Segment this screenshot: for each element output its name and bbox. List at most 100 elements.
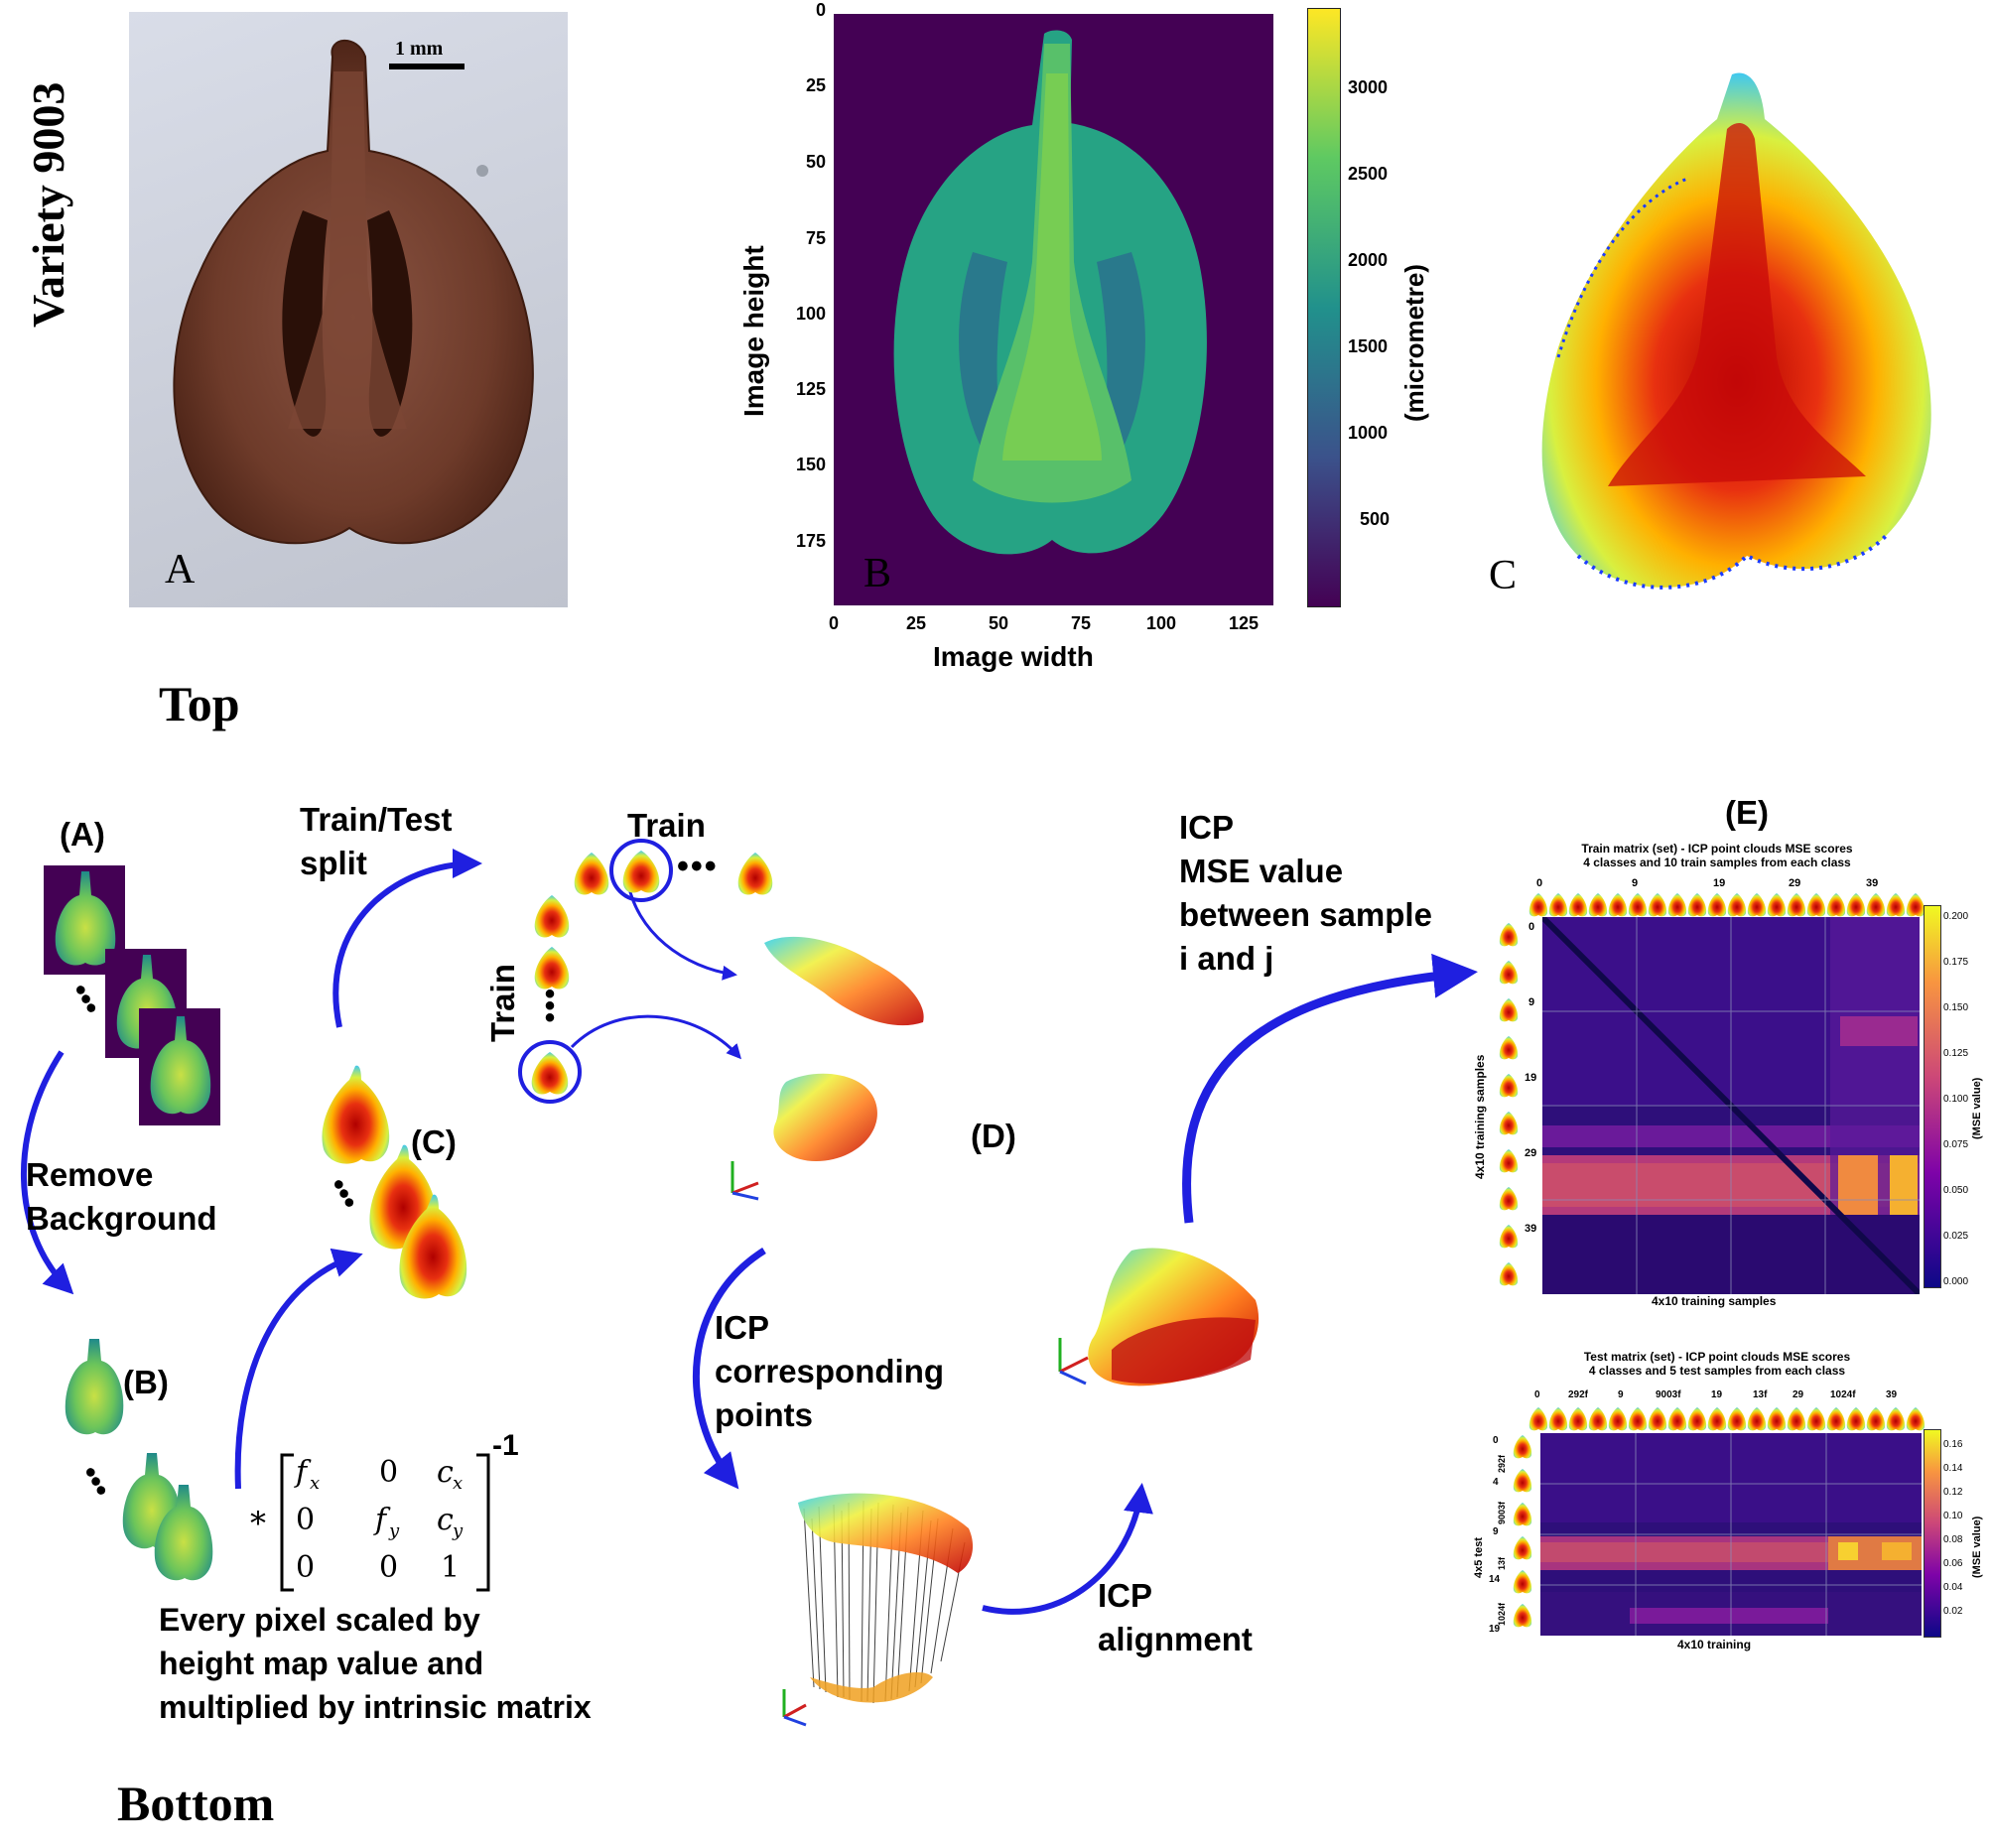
heightmap-thumb [139,1008,220,1125]
class-label: 292f [1497,1454,1507,1473]
cbar-tick: 0.175 [1943,957,1969,968]
tick: 29 [1789,877,1801,889]
train-test-split-label: Train/Test split [300,801,453,881]
step-b-label: (B) [123,1364,169,1400]
tick: 0 [1536,877,1543,889]
heightmap-colorbar [1307,8,1341,607]
train-top-thumbs [1528,893,1926,917]
step-d-label: (D) [971,1118,1016,1154]
xtick: 100 [1145,613,1177,633]
cbar-tick: 2000 [1348,250,1389,270]
cbar-tick: 0.14 [1943,1463,1963,1474]
cbar-tick: 0.200 [1943,911,1969,922]
axes-icon [725,1153,764,1208]
cbar-tick: 0.100 [1943,1094,1969,1105]
seed-photo-illustration [173,39,534,545]
icp-mse-label: ICP MSE value between sample i and j [1179,809,1432,977]
test-heatmap [1540,1433,1922,1636]
cbar-tick: 0.06 [1943,1558,1963,1569]
tick: 39 [1866,877,1879,889]
icp-alignment-label: ICP alignment [1098,1577,1253,1657]
train-col-ellipsis: ••• [544,978,556,1034]
train-matrix-panel: Train matrix (set) - ICP point clouds MS… [1469,842,1985,1308]
cbar-tick: 1500 [1348,336,1389,356]
cbar-tick: 0.050 [1943,1185,1969,1196]
cbar-tick: 0.04 [1943,1582,1963,1593]
xtick: 25 [905,613,927,633]
cbar-tick: 0.075 [1943,1139,1969,1150]
step-e-label: (E) [1725,794,1769,831]
step-c-label: (C) [411,1123,457,1160]
tick: 9 [1528,996,1535,1008]
cloud-3d-source [754,923,933,1037]
pointcloud-thumb [393,1191,472,1315]
cbar-tick: 0.10 [1943,1511,1963,1521]
scale-bar [389,64,465,69]
tick: 19 [1713,877,1726,889]
train-colorbar [1924,905,1941,1288]
ytick: 0 [815,0,826,20]
cbar-tick: 0.16 [1943,1439,1963,1450]
test-matrix-title: Test matrix (set) - ICP point clouds MSE… [1583,1350,1851,1378]
ytick: 25 [805,75,826,95]
train-thumb [571,849,612,903]
ytick: 125 [795,379,826,399]
test-colorbar-label: (MSE value) [1971,1516,1983,1578]
matrix-exponent: -1 [492,1429,519,1462]
class-label: 9003f [1497,1501,1507,1524]
cbar-tick: 2500 [1348,164,1389,184]
tick: 19 [1525,1072,1537,1084]
cbar-tick: 0.02 [1943,1606,1963,1617]
test-matrix-panel: Test matrix (set) - ICP point clouds MSE… [1469,1350,1985,1667]
tick: 19 [1711,1389,1723,1400]
tick: 14 [1489,1574,1501,1585]
train-heatmap [1542,917,1920,1294]
train-thumb [531,943,573,997]
cbar-tick: 0.12 [1943,1487,1963,1498]
train-thumb [734,849,776,903]
remove-background-label: Remove Background [26,1156,217,1237]
ytick: 100 [795,304,826,324]
train-colorbar-label: (MSE value) [1971,1077,1983,1139]
cbar-tick: 500 [1360,509,1391,529]
step-a-label: (A) [60,816,105,853]
train-thumb [531,891,573,946]
train-row-ellipsis: ••• [677,848,719,885]
class-label: 1024f [1497,1602,1507,1626]
train-side-label: Train [484,964,521,1042]
train-matrix-xlabel: 4x10 training samples [1652,1294,1777,1308]
cbar-tick: 0.025 [1943,1231,1969,1242]
tick: 4 [1493,1477,1499,1488]
train-top-label: Train [627,807,706,844]
heightmap-image: B [834,14,1273,605]
tick: 13f [1753,1389,1768,1400]
cbar-tick: 0.150 [1943,1002,1969,1013]
tick: 19 [1489,1624,1501,1635]
cbar-tick: 0.125 [1943,1048,1969,1059]
matrix-prefix: * [250,1505,266,1542]
tick: 39 [1886,1389,1898,1400]
scale-bar-label: 1 mm [395,38,444,60]
test-matrix-ylabel: 4x5 test [1473,1537,1485,1578]
tick: 9 [1493,1526,1499,1537]
train-left-thumbs [1499,923,1519,1286]
tick: 29 [1793,1389,1804,1400]
tick: 292f [1568,1389,1589,1400]
tick: 39 [1525,1223,1537,1235]
cbar-tick: 0.000 [1943,1276,1969,1287]
ytick: 150 [795,455,826,474]
train-matrix-title: Train matrix (set) - ICP point clouds MS… [1581,842,1853,869]
cbar-tick: 0.08 [1943,1534,1963,1545]
test-matrix-xlabel: 4x10 training [1677,1638,1752,1651]
xtick: 50 [988,613,1009,633]
tick: 0 [1528,921,1535,933]
bottom-section-label: Bottom [117,1776,275,1831]
cbar-tick: 1000 [1348,423,1389,443]
heightmap-xlabel: Image width [933,641,1094,672]
class-label: 13f [1497,1556,1507,1570]
cloud-3d-target [756,1062,895,1176]
test-colorbar [1924,1429,1941,1638]
masked-seed [60,1335,129,1449]
